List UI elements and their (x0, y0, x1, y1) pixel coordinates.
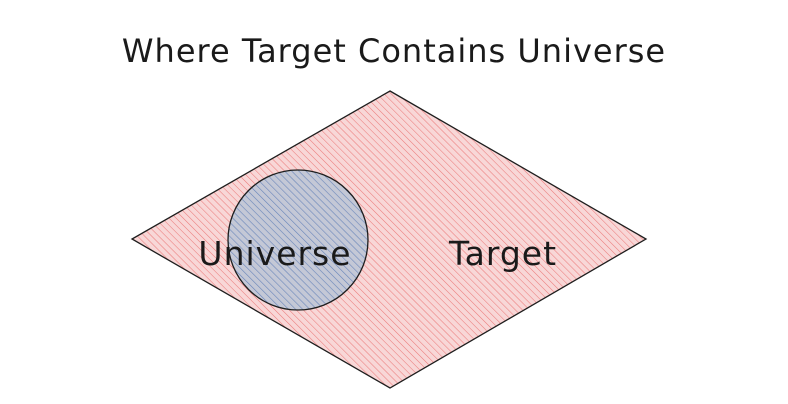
universe-label: Universe (198, 234, 351, 273)
target-label: Target (448, 234, 557, 273)
universe-circle-outline (227, 169, 369, 311)
universe-circle-hatch (228, 170, 368, 310)
target-region (130, 90, 648, 389)
target-diamond-outline (130, 90, 648, 389)
universe-region (227, 169, 369, 311)
diagram-title: Where Target Contains Universe (122, 32, 666, 70)
